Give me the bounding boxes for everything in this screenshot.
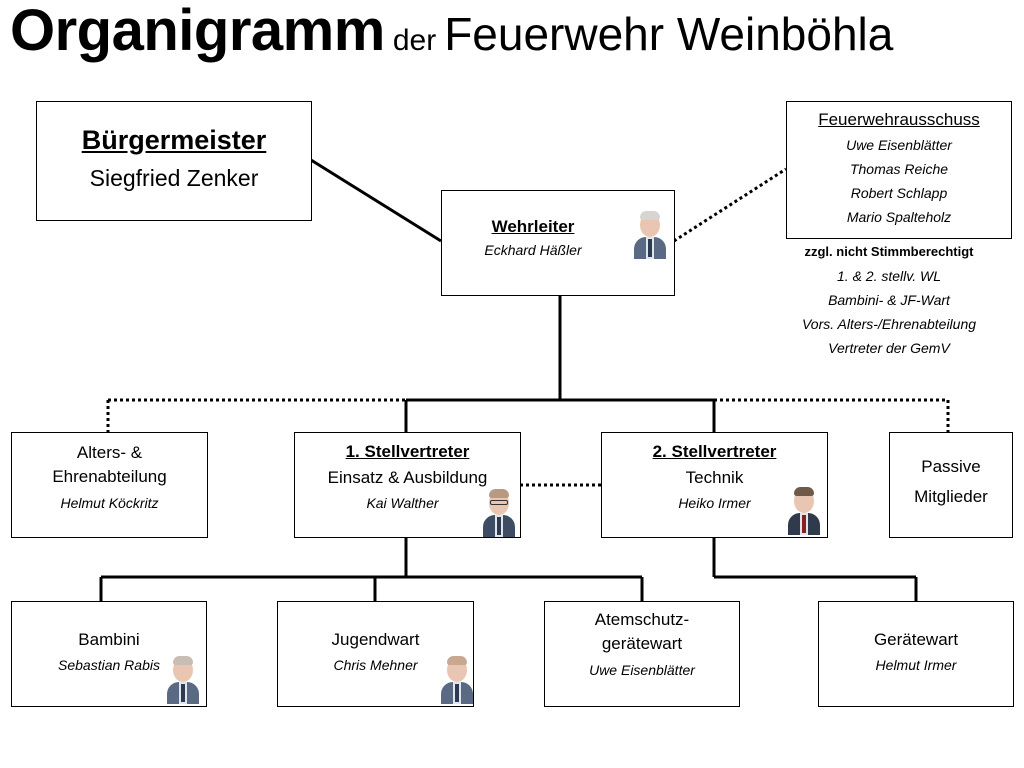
box-alters-ehrenabteilung: Alters- & Ehrenabteilung Helmut Köckritz [11,432,208,538]
buergermeister-name: Siegfried Zenker [89,165,259,191]
box-jugendwart: Jugendwart Chris Mehner [277,601,474,707]
geraetewart-name: Helmut Irmer [875,657,957,673]
stellv2-name: Heiko Irmer [678,495,751,511]
stellv1-role: 1. Stellvertreter [345,442,470,461]
atemschutz-role-line1: Atemschutz- [594,610,690,629]
stellv1-photo [481,487,517,537]
passive-line1: Passive [921,457,981,476]
box-atemschutzgeraetewart: Atemschutz- gerätewart Uwe Eisenblätter [544,601,740,707]
jugendwart-name: Chris Mehner [333,657,418,673]
stellv2-area: Technik [685,468,744,487]
passive-line2: Mitglieder [914,487,988,506]
ausschuss-extra-member: Vertreter der GemV [828,340,950,356]
stellv1-area: Einsatz & Ausbildung [327,468,488,487]
bambini-photo [165,654,201,704]
jugendwart-role: Jugendwart [331,630,420,649]
ausschuss-member: Uwe Eisenblätter [846,137,952,153]
box-passive-mitglieder: Passive Mitglieder [889,432,1013,538]
line-buergermeister-wehrleiter [310,158,442,243]
dotted-line-ausschuss [673,167,787,243]
box-feuerwehrausschuss: Feuerwehrausschuss Uwe Eisenblätter Thom… [786,101,1012,239]
wehrleiter-name: Eckhard Häßler [484,242,582,258]
atemschutz-role-line2: gerätewart [601,634,683,653]
box-stellvertreter-1: 1. Stellvertreter Einsatz & Ausbildung K… [294,432,521,538]
ausschuss-extra: zzgl. nicht Stimmberechtigt 1. & 2. stel… [779,240,999,360]
ausschuss-extra-member: 1. & 2. stellv. WL [837,268,941,284]
atemschutz-name: Uwe Eisenblätter [589,662,695,678]
alters-role-line1: Alters- & [76,443,143,462]
ausschuss-extra-member: Bambini- & JF-Wart [828,292,950,308]
title-sub-feuerwehr: Feuerwehr Weinböhla [444,8,894,60]
alters-name: Helmut Köckritz [60,495,159,511]
stellv1-name: Kai Walther [366,495,439,511]
jugendwart-photo [439,654,475,704]
alters-role-line2: Ehrenabteilung [52,467,167,486]
ausschuss-member: Mario Spalteholz [846,209,952,225]
stellv2-role: 2. Stellvertreter [652,442,777,461]
box-bambini: Bambini Sebastian Rabis [11,601,207,707]
wehrleiter-role: Wehrleiter [491,217,575,236]
stellv2-photo [786,485,822,535]
ausschuss-title: Feuerwehrausschuss [818,110,980,129]
title-sub-der: der [392,24,437,57]
ausschuss-extra-member: Vors. Alters-/Ehrenabteilung [801,316,977,332]
bambini-name: Sebastian Rabis [58,657,160,673]
ausschuss-member: Thomas Reiche [849,161,949,177]
ausschuss-extra-header: zzgl. nicht Stimmberechtigt [804,244,974,259]
title-main: Organigramm [10,0,385,63]
wehrleiter-photo [632,209,668,259]
geraetewart-role: Gerätewart [873,630,959,649]
box-geraetewart: Gerätewart Helmut Irmer [818,601,1014,707]
box-stellvertreter-2: 2. Stellvertreter Technik Heiko Irmer [601,432,828,538]
bambini-role: Bambini [78,630,140,649]
box-wehrleiter: Wehrleiter Eckhard Häßler [441,190,675,296]
box-buergermeister: Bürgermeister Siegfried Zenker [36,101,312,221]
buergermeister-role: Bürgermeister [81,125,267,155]
ausschuss-member: Robert Schlapp [850,185,948,201]
